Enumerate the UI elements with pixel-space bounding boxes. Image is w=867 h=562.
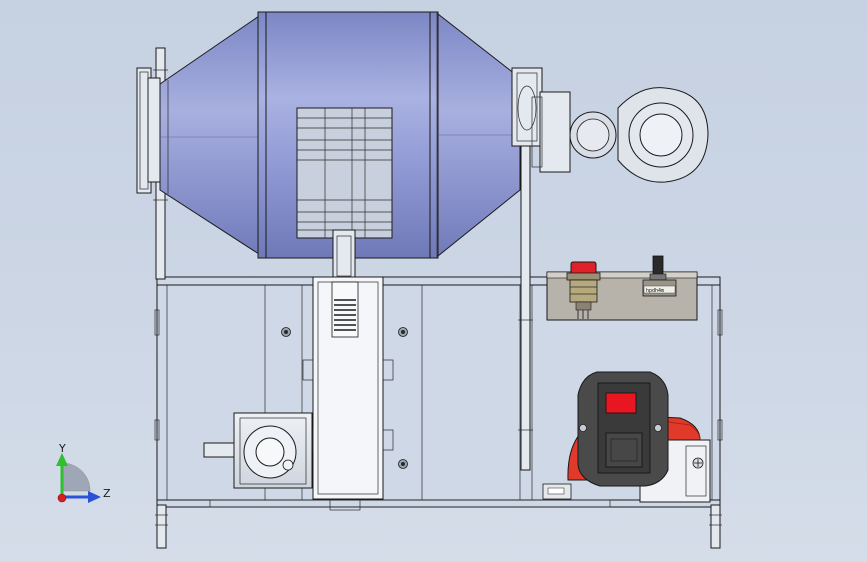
axis-z-label: Z (103, 487, 111, 500)
potentiometer[interactable]: hpdh4m (642, 255, 677, 297)
push-button[interactable] (566, 261, 601, 319)
mixing-drum (136, 11, 521, 281)
drive-motor (511, 67, 709, 183)
gearbox (203, 412, 313, 489)
axis-triad (56, 453, 101, 503)
power-inlet-module[interactable] (542, 371, 711, 503)
rocker-switch[interactable] (605, 392, 637, 414)
axis-y-label: Y (58, 442, 66, 455)
potentiometer-label: hpdh4m (646, 288, 664, 294)
center-column (281, 276, 408, 500)
